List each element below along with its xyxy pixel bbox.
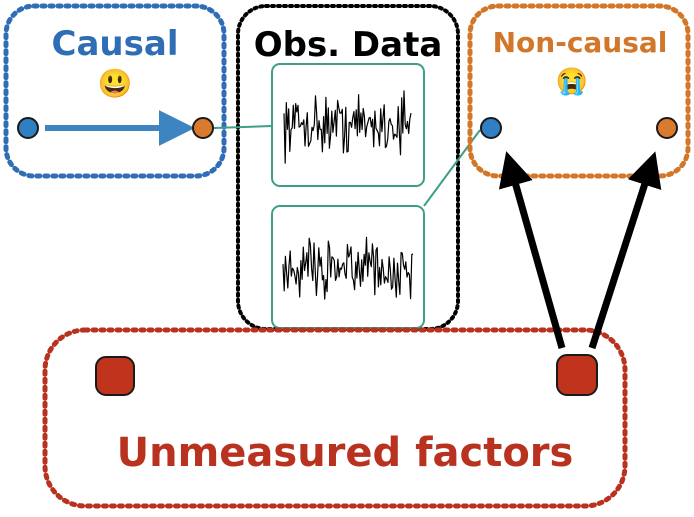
unmeasured-box [42,327,628,509]
time-series-line-top [283,90,412,164]
smiling-face-icon: 😃 [98,68,133,100]
time-series-panel-top [271,63,425,187]
connector-line-top [213,125,273,129]
causal-box [3,3,227,179]
effect-node [192,117,214,139]
time-series-line-bottom [282,236,414,300]
noncausal-title: Non-causal [493,26,668,59]
noncausal-node-left [480,117,502,139]
noncausal-node-right [656,117,678,139]
unmeasured-node-left [95,356,135,396]
crying-face-icon: 😭 [556,67,588,96]
observed-data-title: Obs. Data [254,25,443,65]
confounder-arrow-left [498,151,566,349]
confounder-arrow-right [588,151,662,350]
unmeasured-title: Unmeasured factors [117,430,574,476]
noncausal-box [467,3,691,179]
cause-node [17,117,39,139]
unmeasured-node-right [556,354,598,396]
causal-title: Causal [52,24,179,64]
